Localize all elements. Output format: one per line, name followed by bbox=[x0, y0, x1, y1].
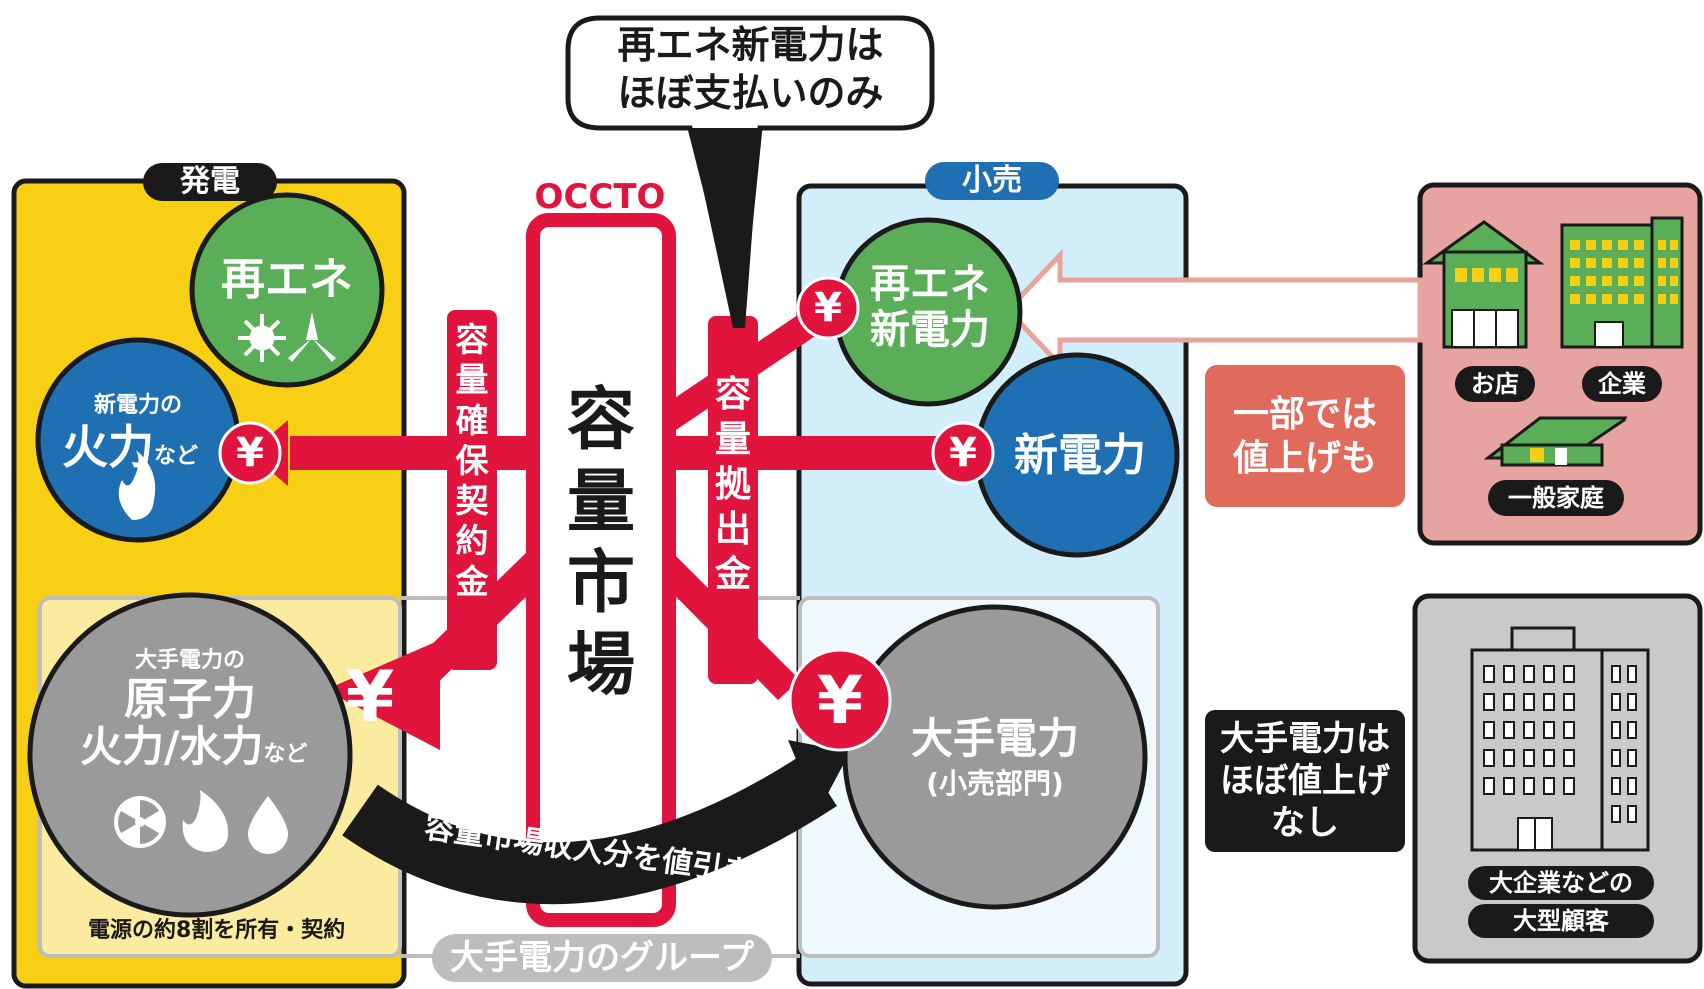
company-label: 企業 bbox=[1582, 366, 1662, 402]
yen-from-renewable-retailer: ¥ bbox=[814, 285, 842, 331]
household-label: 一般家庭 bbox=[1488, 480, 1624, 516]
market-pillar bbox=[526, 213, 676, 927]
renewable-retail-line-1: 再エネ bbox=[870, 261, 990, 307]
major-gen-line-2: 原子力 bbox=[124, 674, 256, 725]
no-rise-line-1: 大手電力は bbox=[1220, 719, 1390, 759]
major-retail-line-1: 大手電力 bbox=[910, 714, 1079, 763]
no-rise-line-3: なし bbox=[1271, 803, 1339, 843]
no-rise-line-2: ほぼ値上げ bbox=[1220, 761, 1390, 801]
wind-turbine-icon bbox=[288, 312, 336, 362]
house-icon bbox=[1483, 416, 1628, 467]
new-power-thermal-line-1: 新電力の bbox=[93, 393, 182, 418]
large-customer-line-1: 大企業などの bbox=[1468, 866, 1654, 900]
major-retail-line-2: (小売部門) bbox=[926, 767, 1064, 800]
shop-label: お店 bbox=[1455, 366, 1535, 402]
generation-tag: 発電 bbox=[143, 163, 277, 201]
major-power-retail-circle bbox=[842, 604, 1148, 910]
occto-label: OCCTO bbox=[534, 177, 666, 217]
capacity-contribution-label: 容量拠出金 bbox=[714, 374, 751, 595]
flame-icon bbox=[118, 450, 156, 520]
group-label: 大手電力のグループ bbox=[432, 934, 772, 982]
hydro-thermal-suffix: など bbox=[263, 742, 308, 767]
yen-to-new-power-thermal: ¥ bbox=[236, 430, 264, 476]
shop-icon bbox=[1422, 220, 1545, 349]
radiation-icon bbox=[114, 796, 166, 848]
market-label: 容量市場 bbox=[566, 381, 635, 705]
new-power-retail-label: 新電力 bbox=[1014, 430, 1146, 481]
retail-tag: 小売 bbox=[925, 162, 1059, 200]
renewable-retail-line-2: 新電力 bbox=[870, 307, 990, 353]
major-gen-line-3: 火力/水力など bbox=[80, 726, 307, 768]
price-rise-note: 一部では 値上げも bbox=[1205, 365, 1405, 507]
yen-from-new-power-retailer: ¥ bbox=[949, 430, 977, 476]
bubble-line-1: 再エネ新電力は bbox=[617, 23, 884, 67]
office-building-icon bbox=[1560, 216, 1684, 349]
price-rise-line-1: 一部では bbox=[1232, 394, 1377, 435]
large-customer-line-2: 大型顧客 bbox=[1468, 904, 1654, 938]
water-drop-icon bbox=[248, 796, 288, 854]
skyscraper-icon bbox=[1470, 626, 1650, 852]
bubble-line-2: ほぼ支払いのみ bbox=[617, 71, 884, 115]
capacity-contract-money-label: 容量確保契約金 bbox=[455, 320, 489, 601]
yen-from-major-retailer: ¥ bbox=[817, 662, 863, 739]
hydro-thermal-text: 火力/水力 bbox=[80, 722, 264, 771]
sun-icon bbox=[238, 314, 286, 362]
flame-icon bbox=[182, 790, 229, 852]
price-rise-line-2: 値上げも bbox=[1232, 438, 1377, 479]
share-note: 電源の約8割を所有・契約 bbox=[88, 918, 346, 943]
renewable-gen-label: 再エネ bbox=[221, 254, 353, 305]
thermal-suffix: など bbox=[154, 444, 199, 469]
major-gen-line-1: 大手電力の bbox=[134, 648, 245, 673]
thermal-text: 火力 bbox=[62, 420, 154, 474]
yen-to-major-power-gen: ¥ bbox=[345, 656, 395, 738]
no-price-rise-note: 大手電力は ほぼ値上げ なし bbox=[1205, 710, 1405, 852]
new-power-thermal-line-2: 火力など bbox=[62, 424, 198, 470]
